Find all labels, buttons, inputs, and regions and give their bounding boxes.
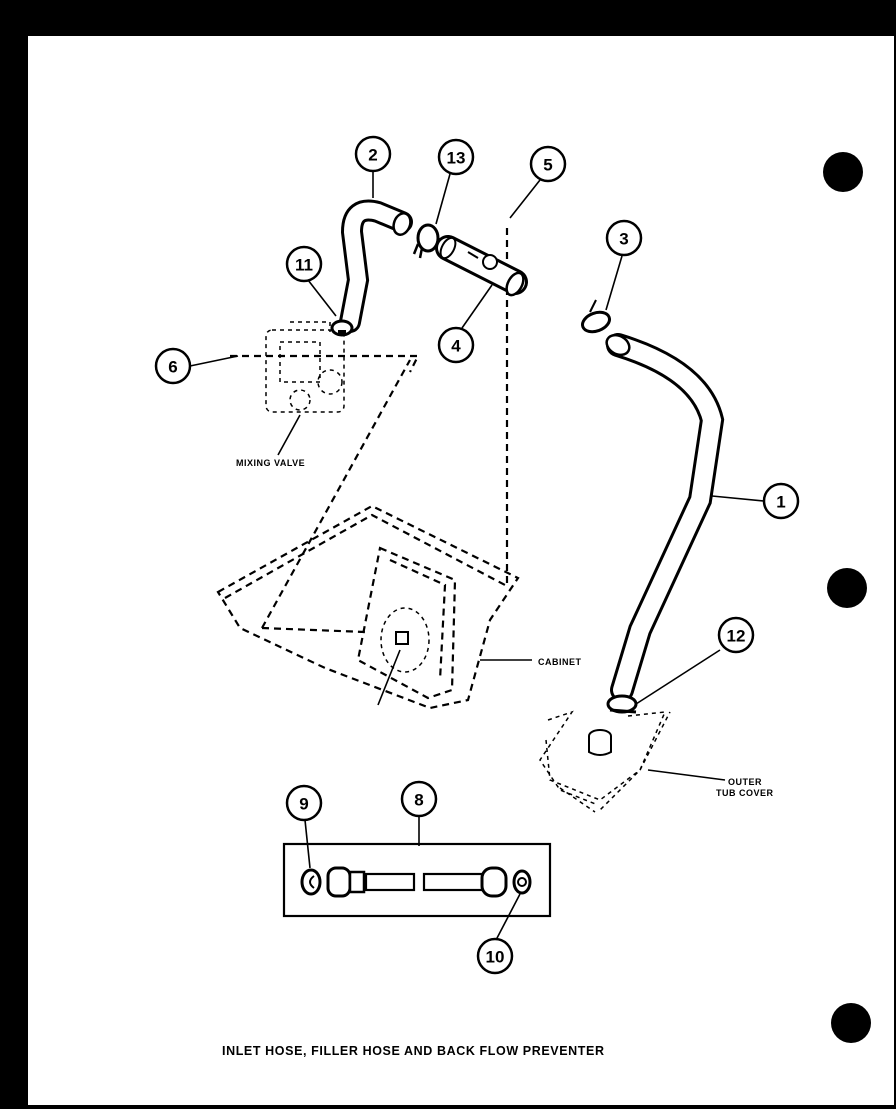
callout-6: 6	[154, 347, 192, 385]
leader-lines	[189, 171, 765, 941]
clamp-3	[580, 299, 612, 334]
svg-text:1: 1	[776, 493, 785, 512]
mixing-valve: MIXING VALVE	[236, 321, 345, 468]
svg-text:12: 12	[727, 627, 746, 646]
svg-text:10: 10	[486, 948, 505, 967]
callout-4: 4	[437, 326, 475, 364]
callout-1: 1	[762, 482, 800, 520]
clamp-11	[330, 319, 354, 337]
clamp-13	[412, 223, 440, 259]
svg-text:2: 2	[368, 146, 377, 165]
cabinet-outline	[216, 359, 520, 710]
inlet-hose-assembly	[282, 842, 552, 918]
mixing-valve-label: MIXING VALVE	[236, 458, 305, 468]
punch-hole-middle	[827, 568, 867, 608]
filler-hose-1	[605, 333, 725, 702]
svg-text:13: 13	[447, 149, 466, 168]
callout-3: 3	[605, 219, 643, 257]
callout-5: 5	[529, 145, 567, 183]
outer-label: OUTER	[728, 777, 762, 787]
callout-2: 2	[354, 135, 392, 173]
callout-10: 10	[476, 937, 514, 975]
callout-8: 8	[400, 780, 438, 818]
tub-cover-label: TUB COVER	[716, 788, 774, 798]
outer-tub-cover: OUTER TUB COVER	[539, 710, 774, 813]
svg-text:8: 8	[414, 791, 423, 810]
svg-text:4: 4	[451, 337, 461, 356]
cabinet-label: CABINET	[538, 657, 582, 667]
svg-text:5: 5	[543, 156, 552, 175]
callout-13: 13	[437, 138, 475, 176]
callout-9: 9	[285, 784, 323, 822]
clamp-12	[606, 694, 638, 714]
hose-2	[339, 199, 413, 333]
svg-text:6: 6	[168, 358, 177, 377]
back-flow-preventer-4	[435, 235, 528, 297]
drawing-sheet	[28, 36, 894, 1105]
punch-hole-top	[823, 152, 863, 192]
svg-text:3: 3	[619, 230, 628, 249]
callout-11: 11	[285, 245, 323, 283]
punch-hole-bottom	[831, 1003, 871, 1043]
svg-text:9: 9	[299, 795, 308, 814]
svg-text:11: 11	[295, 256, 313, 275]
callout-12: 12	[717, 616, 755, 654]
valve-mount-path	[230, 354, 420, 373]
diagram-caption: INLET HOSE, FILLER HOSE AND BACK FLOW PR…	[222, 1044, 605, 1058]
